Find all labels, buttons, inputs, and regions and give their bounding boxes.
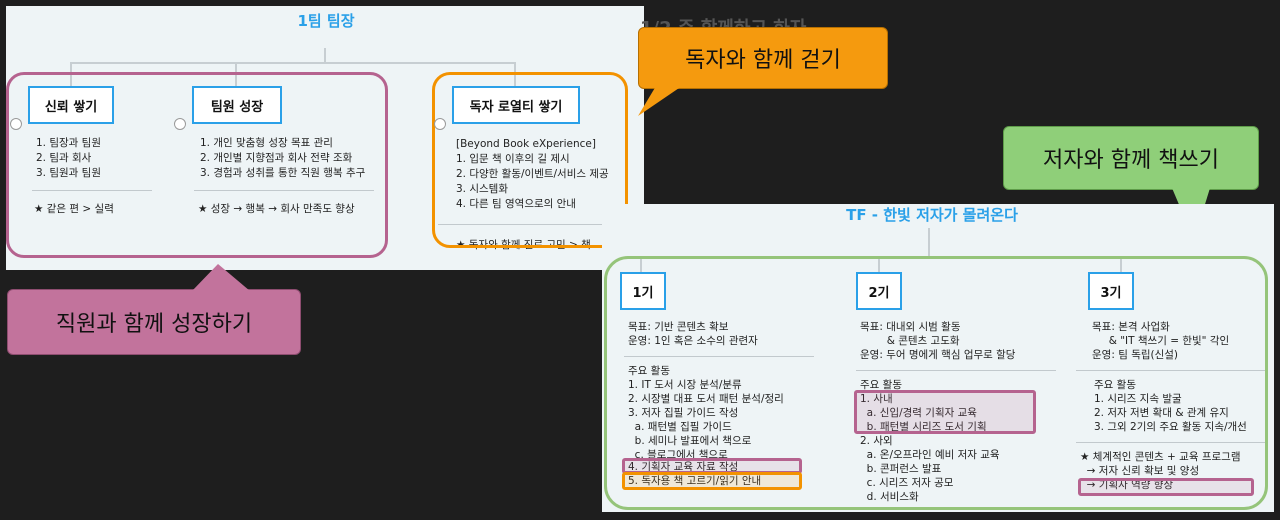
phase3-activity: 3. 그외 2기의 주요 활동 지속/개선 xyxy=(1094,421,1247,433)
collapse-knob[interactable] xyxy=(10,118,22,130)
team-lead-panel: 1팀 팀장 신뢰 쌓기 1. 팀장과 팀원 2. 팀과 회사 3. 팀원과 팀원… xyxy=(6,6,644,270)
col2-item-2: 2. 개인별 지향점과 회사 전략 조화 xyxy=(200,152,353,164)
phase1-activity: b. 세미나 발표에서 책으로 xyxy=(628,435,752,447)
phase2-goal: & 콘텐츠 고도화 xyxy=(860,335,960,347)
phase1-activity: 5. 독자용 책 고르기/읽기 안내 xyxy=(628,475,762,487)
phase3-activity: 2. 저자 저변 확대 & 관계 유지 xyxy=(1094,407,1229,419)
staff-callout: 직원과 함께 성장하기 xyxy=(7,289,301,355)
node-label: 독자 로열티 쌓기 xyxy=(469,99,563,115)
phase2-activity: d. 서비스화 xyxy=(860,491,919,503)
callout-label: 직원과 함께 성장하기 xyxy=(55,312,253,337)
phase3-activity: 주요 활동 xyxy=(1094,379,1136,391)
collapse-knob[interactable] xyxy=(434,118,446,130)
phase3-note: ★ 체계적인 콘텐츠 + 교육 프로그램 xyxy=(1080,451,1241,463)
phase2-activity: a. 온/오프라인 예비 저자 교육 xyxy=(860,449,1000,461)
reader-loyalty-node[interactable]: 독자 로열티 쌓기 xyxy=(452,86,580,124)
phase2-goal: 목표: 대내외 시범 활동 xyxy=(860,321,961,333)
staff-growth-frame xyxy=(6,72,388,258)
panel2-title: TF - 한빛 저자가 몰려온다 xyxy=(846,206,1018,224)
author-writing-frame xyxy=(604,256,1268,510)
tf-panel: TF - 한빛 저자가 몰려온다 1기 목표: 기반 콘텐츠 확보 운영: 1인… xyxy=(602,204,1274,512)
author-callout: 저자와 함께 책쓰기 xyxy=(1003,126,1259,190)
phase1-activity: 주요 활동 xyxy=(628,365,670,377)
collapse-knob[interactable] xyxy=(174,118,186,130)
phase3-note: → 기획자 역량 향상 xyxy=(1080,479,1174,491)
col3-item-2: 1. 입문 책 이후의 길 제시 xyxy=(456,153,570,165)
phase2-operation: 운영: 두어 명에게 핵심 업무로 할당 xyxy=(860,349,1016,361)
phase2-node[interactable]: 2기 xyxy=(856,272,902,310)
reader-walk-frame xyxy=(432,72,628,248)
member-growth-node[interactable]: 팀원 성장 xyxy=(192,86,282,124)
phase2-activity: b. 패턴별 시리즈 도서 기획 xyxy=(860,421,987,433)
node-label: 3기 xyxy=(1100,285,1122,301)
phase1-activity: 4. 기획자 교육 자료 작성 xyxy=(628,461,739,473)
phase2-activity: 2. 사외 xyxy=(860,435,893,447)
phase3-note: → 저자 신뢰 확보 및 양성 xyxy=(1080,465,1200,477)
col3-item-1: [Beyond Book eXperience] xyxy=(456,138,596,150)
col3-item-5: 4. 다른 팀 영역으로의 안내 xyxy=(456,198,576,210)
panel1-title: 1팀 팀장 xyxy=(297,12,355,30)
phase3-activity: 1. 시리즈 지속 발굴 xyxy=(1094,393,1182,405)
phase3-node[interactable]: 3기 xyxy=(1088,272,1134,310)
col1-item-1: 1. 팀장과 팀원 xyxy=(36,137,101,149)
phase1-goal: 목표: 기반 콘텐츠 확보 xyxy=(628,321,729,333)
col2-item-1: 1. 개인 맞춤형 성장 목표 관리 xyxy=(200,137,333,149)
reader-callout: 독자와 함께 걷기 xyxy=(638,27,888,89)
col3-item-4: 3. 시스템화 xyxy=(456,183,508,195)
highlight-orange xyxy=(622,472,802,490)
phase1-operation: 운영: 1인 혹은 소수의 관련자 xyxy=(628,335,758,347)
node-label: 2기 xyxy=(868,285,890,301)
node-label: 신뢰 쌓기 xyxy=(44,99,98,115)
phase2-activity: b. 콘퍼런스 발표 xyxy=(860,463,942,475)
phase1-node[interactable]: 1기 xyxy=(620,272,666,310)
node-label: 1기 xyxy=(632,285,654,301)
phase2-activity: 주요 활동 xyxy=(860,379,902,391)
callout-label: 저자와 함께 책쓰기 xyxy=(1043,148,1219,173)
trust-building-node[interactable]: 신뢰 쌓기 xyxy=(28,86,114,124)
phase1-activity: 1. IT 도서 시장 분석/분류 xyxy=(628,379,742,391)
phase3-goal: 목표: 본격 사업화 xyxy=(1092,321,1170,333)
col3-item-3: 2. 다양한 활동/이벤트/서비스 제공 xyxy=(456,168,609,180)
phase3-goal: & "IT 책쓰기 = 한빛" 각인 xyxy=(1092,335,1230,347)
phase2-activity: 1. 사내 xyxy=(860,393,893,405)
phase2-activity: a. 신입/경력 기획자 교육 xyxy=(860,407,977,419)
phase3-operation: 운영: 팀 독립(신설) xyxy=(1092,349,1179,361)
staff-callout-tail xyxy=(192,264,250,291)
phase2-activity: c. 시리즈 저자 공모 xyxy=(860,477,954,489)
col1-note: ★ 같은 편 > 실력 xyxy=(34,203,114,215)
phase1-activity: 3. 저자 집필 가이드 작성 xyxy=(628,407,739,419)
col2-item-3: 3. 경험과 성취를 통한 직원 행복 추구 xyxy=(200,167,366,179)
col1-item-3: 3. 팀원과 팀원 xyxy=(36,167,101,179)
highlight-pink xyxy=(854,390,1036,434)
reader-callout-tail xyxy=(638,86,682,116)
col2-note: ★ 성장 → 행복 → 회사 만족도 향상 xyxy=(198,203,355,215)
col1-item-2: 2. 팀과 회사 xyxy=(36,152,92,164)
phase1-activity: a. 패턴별 집필 가이드 xyxy=(628,421,732,433)
phase1-activity: 2. 시장별 대표 도서 패턴 분석/정리 xyxy=(628,393,784,405)
callout-label: 독자와 함께 걷기 xyxy=(685,48,841,73)
node-label: 팀원 성장 xyxy=(210,99,264,115)
